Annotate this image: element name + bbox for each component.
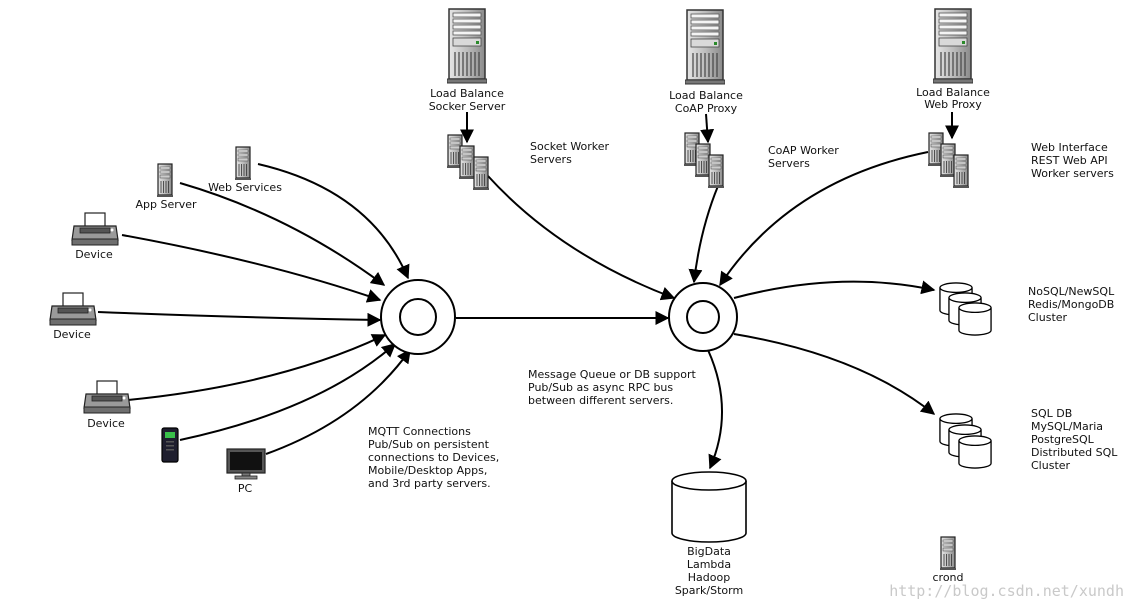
mq-hub <box>668 282 738 352</box>
sql-label-2: MySQL/Maria <box>1031 420 1103 433</box>
mqtt-note-line-3: connections to Devices, <box>368 451 499 464</box>
bigdata-label-1: BigData <box>687 545 731 558</box>
sql-label-3: PostgreSQL <box>1031 433 1095 446</box>
bigdata-label-3: Hadoop <box>688 571 730 584</box>
lb-web-label-1: Load Balance <box>916 86 990 99</box>
edge-web-workers-to-mq <box>719 151 929 287</box>
socket-worker-servers-icon <box>447 134 489 190</box>
lb-coap-proxy-icon <box>685 9 725 85</box>
device-1-icon <box>71 212 119 246</box>
nosql-label-2: Redis/MongoDB <box>1028 298 1114 311</box>
mqtt-hub <box>380 279 456 355</box>
edge-device3-to-mqtt <box>127 334 387 401</box>
lb-socket-label-2: Socker Server <box>429 100 506 113</box>
bigdata-label-4: Spark/Storm <box>675 584 743 597</box>
edge-pc-to-mqtt <box>265 348 411 455</box>
lb-coap-label-1: Load Balance <box>669 89 743 102</box>
edge-lb-coap-to-workers <box>700 113 715 144</box>
pc-monitor-icon <box>226 448 266 480</box>
watermark: http://blog.csdn.net/xundh <box>889 582 1124 600</box>
mq-note-line-3: between different servers. <box>528 394 673 407</box>
edge-socket-workers-to-mq <box>487 175 676 301</box>
mqtt-note-line-2: Pub/Sub on persistent <box>368 438 490 451</box>
edge-web-services-to-mqtt <box>257 163 410 280</box>
edge-app-server-to-mqtt <box>179 182 386 286</box>
lb-socket-label-1: Load Balance <box>430 87 504 100</box>
mqtt-note-line-4: Mobile/Desktop Apps, <box>368 464 487 477</box>
edge-mq-to-sql <box>733 333 936 415</box>
web-worker-label-3: Worker servers <box>1031 167 1114 180</box>
bigdata-cylinder-icon <box>671 471 747 543</box>
lb-coap-label-2: CoAP Proxy <box>675 102 738 115</box>
edges <box>97 112 959 470</box>
web-worker-label-2: REST Web API <box>1031 154 1108 167</box>
mqtt-note: MQTT Connections Pub/Sub on persistent c… <box>368 425 499 490</box>
edge-device2-to-mqtt <box>97 311 382 327</box>
edge-device1-to-mqtt <box>121 234 382 303</box>
mqtt-note-line-5: and 3rd party servers. <box>368 477 491 490</box>
sql-cluster-icon <box>939 413 992 469</box>
edge-mobile-to-mqtt <box>179 343 397 441</box>
crond-label: crond <box>932 571 963 584</box>
lb-socket-server-icon <box>447 8 487 84</box>
socket-worker-label-2: Servers <box>530 153 572 166</box>
coap-worker-label-2: Servers <box>768 157 810 170</box>
edge-mq-to-nosql <box>733 280 936 299</box>
pc-label: PC <box>238 482 253 495</box>
sql-label-4: Distributed SQL <box>1031 446 1118 459</box>
web-worker-label-1: Web Interface <box>1031 141 1108 154</box>
device-3-icon <box>83 380 131 414</box>
device-2-label: Device <box>53 328 91 341</box>
app-server-icon <box>157 163 173 197</box>
web-services-label: Web Services <box>208 181 282 194</box>
sql-label-1: SQL DB <box>1031 407 1072 420</box>
device-1-label: Device <box>75 248 113 261</box>
mq-note: Message Queue or DB support Pub/Sub as a… <box>528 368 697 407</box>
nosql-label-3: Cluster <box>1028 311 1068 324</box>
device-3-label: Device <box>87 417 125 430</box>
web-services-icon <box>235 146 251 180</box>
edge-coap-workers-to-mq <box>688 185 719 284</box>
nosql-cluster-icon <box>939 282 992 336</box>
coap-worker-label-1: CoAP Worker <box>768 144 839 157</box>
lb-web-label-2: Web Proxy <box>924 98 982 111</box>
mq-note-line-1: Message Queue or DB support <box>528 368 697 381</box>
nosql-label-1: NoSQL/NewSQL <box>1028 285 1115 298</box>
bigdata-label-2: Lambda <box>687 558 731 571</box>
mq-note-line-2: Pub/Sub as async RPC bus <box>528 381 673 394</box>
web-worker-servers-icon <box>928 132 969 188</box>
device-2-icon <box>49 292 97 326</box>
crond-server-icon <box>940 536 956 570</box>
coap-worker-servers-icon <box>684 132 724 188</box>
edge-mq-to-bigdata <box>707 349 723 470</box>
socket-worker-label-1: Socket Worker <box>530 140 610 153</box>
mobile-device-icon <box>161 427 179 463</box>
mqtt-note-line-1: MQTT Connections <box>368 425 471 438</box>
app-server-label: App Server <box>135 198 197 211</box>
lb-web-proxy-icon <box>933 8 973 84</box>
sql-label-5: Cluster <box>1031 459 1071 472</box>
